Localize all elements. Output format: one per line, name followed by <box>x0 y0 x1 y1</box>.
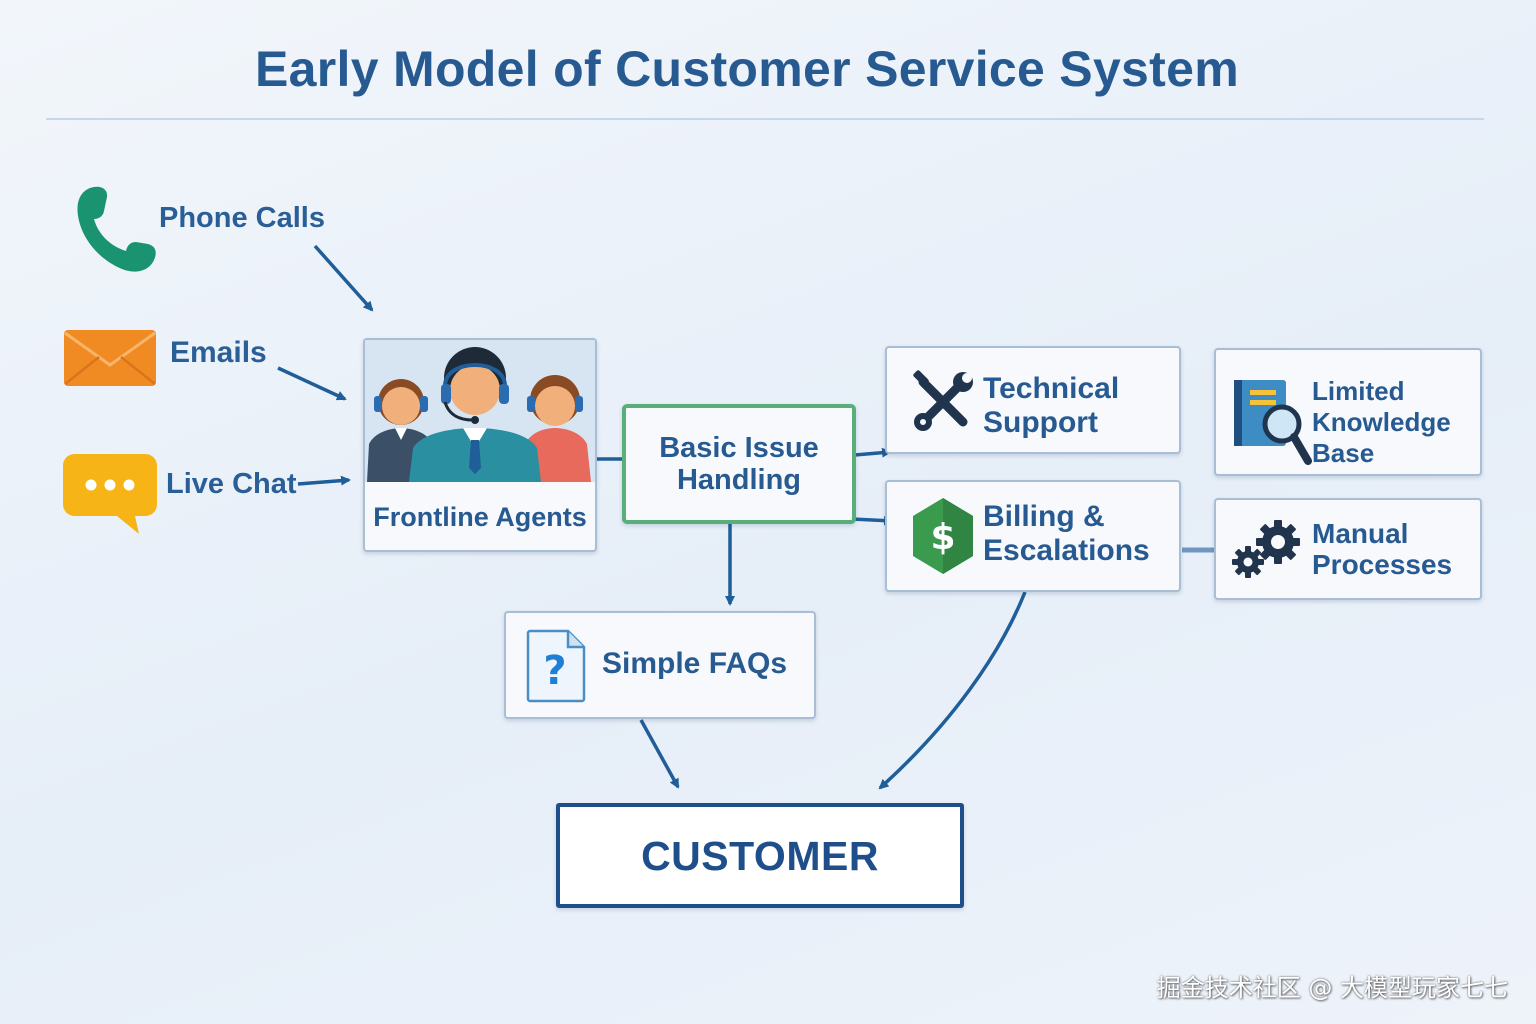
chat-bubble-icon <box>61 452 159 543</box>
channel-chat-label: Live Chat <box>166 468 297 500</box>
svg-text:$: $ <box>930 517 955 558</box>
phone-icon <box>76 184 158 279</box>
arrow-faq-to-customer <box>639 719 680 789</box>
watermark: 掘金技术社区 @ 大模型玩家七七 <box>1156 974 1508 1002</box>
billing-escalations-box: $ Billing &Escalations <box>885 480 1181 592</box>
channel-email-label: Emails <box>170 336 267 369</box>
dollar-shield-icon: $ <box>911 496 975 581</box>
wrench-screwdriver-icon <box>911 370 975 439</box>
headset-agents-icon <box>365 340 595 487</box>
simple-faqs-box: ? Simple FAQs <box>504 611 816 719</box>
frontline-agents-card: Frontline Agents <box>363 338 597 552</box>
customer-box: CUSTOMER <box>556 803 964 908</box>
book-magnifier-icon <box>1232 376 1312 473</box>
page-title: Early Model of Customer Service System <box>255 41 1239 97</box>
channel-phone-label: Phone Calls <box>159 202 325 234</box>
question-document-icon: ? <box>526 629 588 708</box>
billing-escalations-label: Billing &Escalations <box>983 500 1150 567</box>
arrow-phone-to-agents <box>313 244 374 312</box>
title-divider <box>46 118 1484 120</box>
gears-icon <box>1230 518 1304 585</box>
envelope-icon <box>63 329 157 392</box>
arrow-billing-to-customer <box>878 591 1027 790</box>
customer-label: CUSTOMER <box>641 833 879 879</box>
arrow-chat-to-agents <box>297 475 351 486</box>
simple-faqs-label: Simple FAQs <box>602 647 788 680</box>
svg-text:?: ? <box>543 648 566 694</box>
arrow-email-to-agents <box>277 366 347 401</box>
frontline-agents-label: Frontline Agents <box>373 502 587 532</box>
